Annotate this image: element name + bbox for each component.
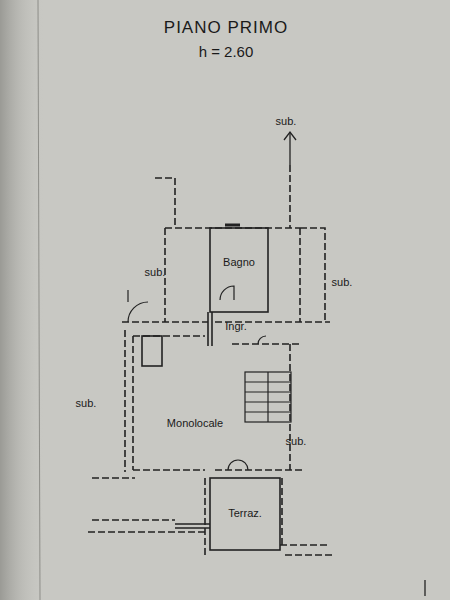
adjacent-unit-label: sub. (76, 397, 97, 409)
stairs (245, 372, 291, 422)
room-area: Bagno (212, 240, 266, 284)
height-dimension: h = 2.60 (199, 44, 254, 61)
room-area: Ingr. (213, 316, 259, 336)
adjacent-unit-label: sub. (145, 266, 166, 278)
room-name: Bagno (223, 256, 255, 268)
walls (88, 165, 335, 555)
paper-shade (0, 0, 45, 600)
plan-title: PIANO PRIMO (164, 19, 288, 38)
paper-fold (38, 0, 40, 600)
adjacent-unit-label: sub. (286, 435, 307, 447)
room-name: Ingr. (225, 320, 246, 332)
solid-walls (142, 225, 280, 550)
doors (128, 286, 266, 470)
adjacent-unit-label: sub. (332, 276, 353, 288)
room-area: Terraz. (212, 500, 278, 526)
room-area: Monolocale (150, 405, 240, 441)
adjacent-unit-label: sub. (276, 115, 297, 127)
room-name: Monolocale (167, 417, 223, 429)
sub-arrow (284, 132, 425, 596)
room-name: Terraz. (228, 507, 262, 519)
